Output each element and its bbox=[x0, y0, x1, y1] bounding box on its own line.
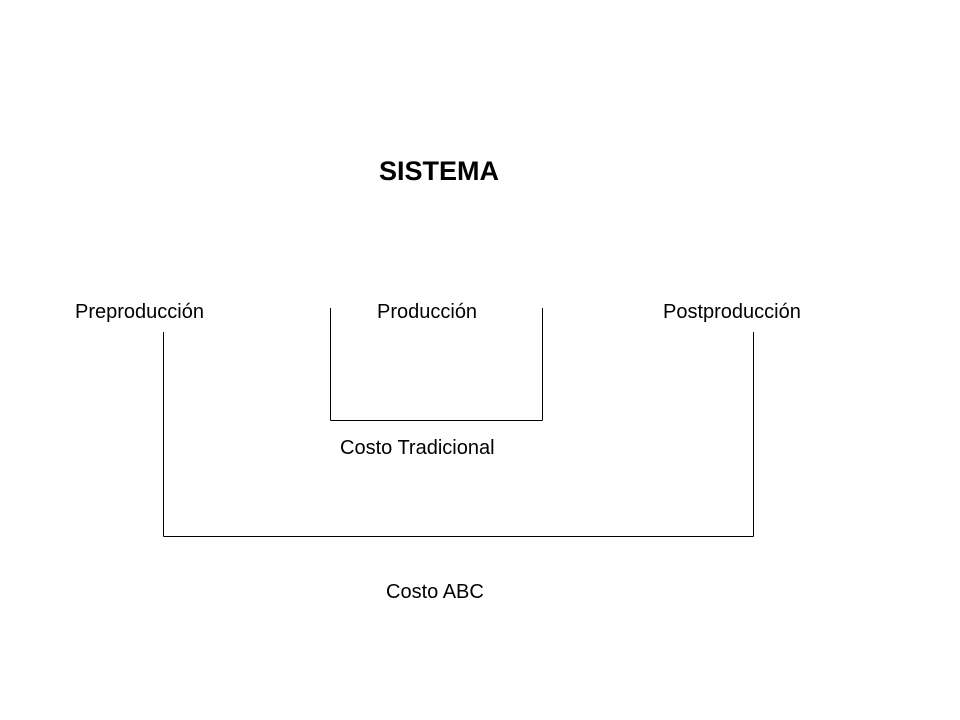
abc-cost-bracket bbox=[163, 332, 754, 537]
stage-label-postproduction: Postproducción bbox=[663, 301, 801, 323]
bracket-label-abc-cost: Costo ABC bbox=[386, 581, 484, 603]
bracket-label-traditional-cost: Costo Tradicional bbox=[340, 437, 495, 459]
stage-label-production: Producción bbox=[377, 301, 478, 323]
diagram-title: SISTEMA bbox=[378, 156, 499, 186]
traditional-cost-bracket bbox=[330, 308, 543, 421]
stage-label-preproduction: Preproducción bbox=[75, 301, 204, 323]
